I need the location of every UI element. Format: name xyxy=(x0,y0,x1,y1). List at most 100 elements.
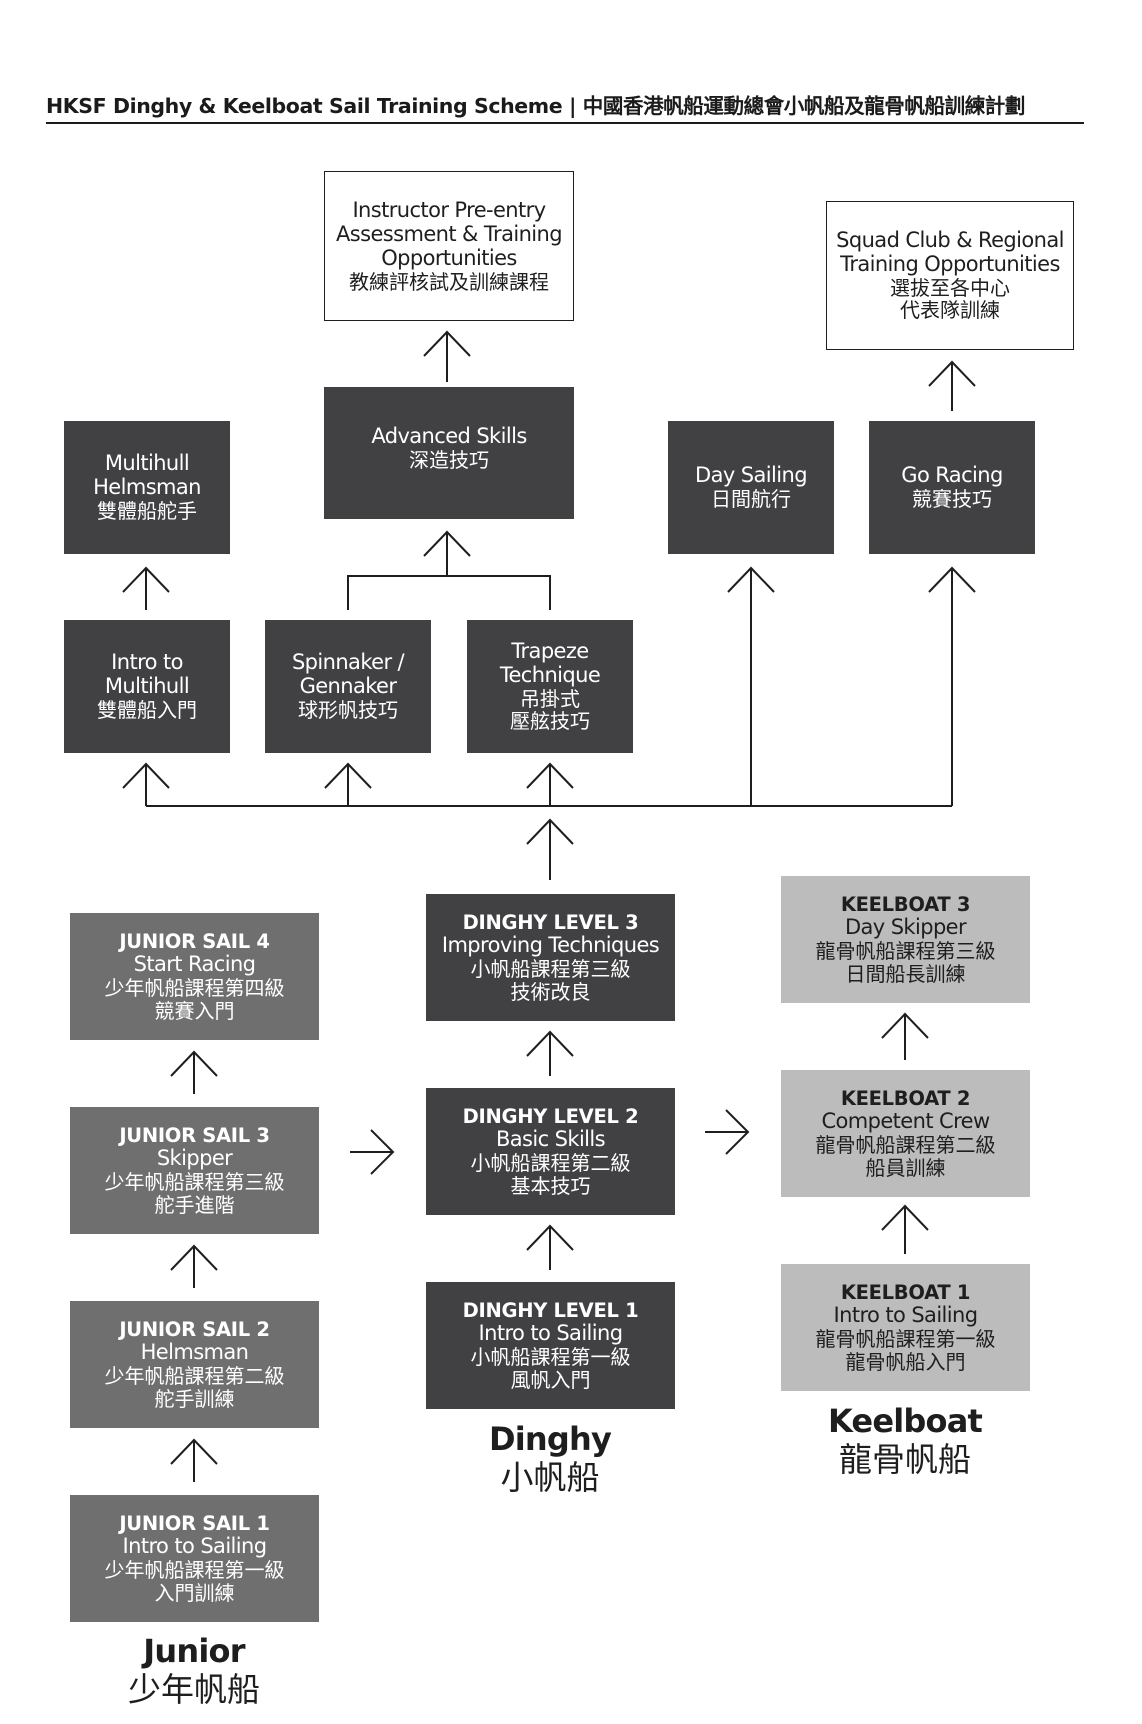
day-sailing-box: Day Sailing 日間航行 xyxy=(668,421,834,554)
advanced-en: Advanced Skills xyxy=(371,424,527,448)
page-title: HKSF Dinghy & Keelboat Sail Training Sch… xyxy=(46,94,1026,118)
squad-en-2: Training Opportunities xyxy=(840,251,1060,276)
junior-sail-4-box: JUNIOR SAIL 4 Start Racing 少年帆船課程第四級 競賽入… xyxy=(70,913,319,1040)
keelboat1-zh-2: 龍骨帆船入門 xyxy=(845,1349,966,1374)
spinnaker-en-1: Spinnaker / xyxy=(291,650,405,675)
junior1-en: Intro to Sailing xyxy=(122,1533,268,1558)
junior4-level: JUNIOR SAIL 4 xyxy=(119,929,270,953)
instructor-en-2: Assessment & Training xyxy=(336,221,563,246)
keelboat2-level: KEELBOAT 2 xyxy=(840,1086,971,1110)
junior-sail-1-box: JUNIOR SAIL 1 Intro to Sailing 少年帆船課程第一級… xyxy=(70,1495,319,1622)
junior3-zh-2: 舵手進階 xyxy=(154,1192,235,1217)
junior-sail-2-box: JUNIOR SAIL 2 Helmsman 少年帆船課程第二級 舵手訓練 xyxy=(70,1301,319,1428)
junior3-level: JUNIOR SAIL 3 xyxy=(119,1123,270,1147)
dinghy-group-en: Dinghy xyxy=(488,1420,612,1458)
keelboat1-en: Intro to Sailing xyxy=(833,1302,979,1327)
trapeze-zh-1: 吊掛式 xyxy=(520,686,580,711)
keelboat3-en: Day Skipper xyxy=(844,914,967,939)
junior4-en: Start Racing xyxy=(133,951,256,976)
junior2-zh-2: 舵手訓練 xyxy=(154,1386,235,1411)
advanced-skills-box: Advanced Skills 深造技巧 xyxy=(324,387,574,519)
squad-zh-2: 代表隊訓練 xyxy=(900,298,1000,323)
instructor-zh: 教練評核試及訓練課程 xyxy=(349,269,549,294)
multihull-helmsman-box: Multihull Helmsman 雙體船舵手 xyxy=(64,421,230,554)
dinghy1-zh-2: 風帆入門 xyxy=(510,1367,591,1392)
junior3-en: Skipper xyxy=(156,1145,233,1170)
keelboat2-zh-1: 龍骨帆船課程第二級 xyxy=(815,1132,996,1157)
dinghy2-zh-2: 基本技巧 xyxy=(510,1173,591,1198)
instructor-box: Instructor Pre-entry Assessment & Traini… xyxy=(324,171,574,321)
bracket-to-advanced xyxy=(347,530,551,610)
spinnaker-box: Spinnaker / Gennaker 球形帆技巧 xyxy=(265,620,431,753)
group-label-junior: Junior 少年帆船 xyxy=(94,1632,294,1710)
trapeze-zh-2: 壓舷技巧 xyxy=(510,709,590,734)
header-rule xyxy=(46,122,1084,124)
keelboat-1-box: KEELBOAT 1 Intro to Sailing 龍骨帆船課程第一級 龍骨… xyxy=(781,1264,1030,1391)
dinghy-level-3-box: DINGHY LEVEL 3 Improving Techniques 小帆船課… xyxy=(426,894,675,1021)
group-label-keelboat: Keelboat 龍骨帆船 xyxy=(805,1402,1005,1480)
dinghy2-zh-1: 小帆船課程第二級 xyxy=(470,1150,631,1175)
keelboat-group-en: Keelboat xyxy=(828,1402,983,1440)
go-racing-en: Go Racing xyxy=(901,463,1003,488)
advanced-zh: 深造技巧 xyxy=(409,447,489,472)
multihull-helmsman-en-1: Multihull xyxy=(104,451,190,476)
junior4-zh-2: 競賽入門 xyxy=(154,998,235,1023)
junior-group-zh: 少年帆船 xyxy=(128,1670,260,1710)
keelboat3-zh-1: 龍骨帆船課程第三級 xyxy=(815,938,996,963)
dinghy-level-1-box: DINGHY LEVEL 1 Intro to Sailing 小帆船課程第一級… xyxy=(426,1282,675,1409)
junior1-level: JUNIOR SAIL 1 xyxy=(119,1511,270,1535)
keelboat3-zh-2: 日間船長訓練 xyxy=(845,961,966,986)
keelboat-group-zh: 龍骨帆船 xyxy=(839,1440,971,1480)
keelboat1-zh-1: 龍骨帆船課程第一級 xyxy=(815,1326,996,1351)
go-racing-zh: 競賽技巧 xyxy=(912,487,992,512)
arrow-junior2-to-3 xyxy=(170,1244,218,1288)
arrow-to-instructor xyxy=(423,330,471,382)
arrow-junior1-to-2 xyxy=(170,1438,218,1482)
keelboat2-zh-2: 船員訓練 xyxy=(865,1155,946,1180)
instructor-en-3: Opportunities xyxy=(381,245,517,270)
squad-en-1: Squad Club & Regional xyxy=(836,227,1064,252)
dinghy2-level: DINGHY LEVEL 2 xyxy=(462,1104,639,1128)
arrow-keelboat2-to-3 xyxy=(881,1012,929,1060)
dinghy2-en: Basic Skills xyxy=(495,1126,606,1151)
squad-box: Squad Club & Regional Training Opportuni… xyxy=(826,201,1074,350)
arrow-keelboat1-to-2 xyxy=(881,1204,929,1254)
junior-sail-3-box: JUNIOR SAIL 3 Skipper 少年帆船課程第三級 舵手進階 xyxy=(70,1107,319,1234)
junior1-zh-1: 少年帆船課程第一級 xyxy=(104,1557,285,1582)
arrow-dinghy2-to-3 xyxy=(526,1030,574,1076)
keelboat3-level: KEELBOAT 3 xyxy=(840,892,971,916)
dinghy1-en: Intro to Sailing xyxy=(478,1320,624,1345)
trapeze-box: Trapeze Technique 吊掛式 壓舷技巧 xyxy=(467,620,633,753)
arrow-to-squad xyxy=(928,360,976,411)
multihull-helmsman-zh: 雙體船舵手 xyxy=(97,499,197,524)
arrow-dinghy3-to-bus xyxy=(526,818,574,880)
instructor-en-1: Instructor Pre-entry xyxy=(352,197,546,222)
squad-zh-1: 選拔至各中心 xyxy=(890,275,1010,300)
arrow-junior3-to-dinghy2 xyxy=(350,1129,395,1175)
dinghy3-level: DINGHY LEVEL 3 xyxy=(462,910,639,934)
distribution-bus xyxy=(145,568,953,807)
keelboat2-en: Competent Crew xyxy=(821,1108,990,1133)
keelboat-2-box: KEELBOAT 2 Competent Crew 龍骨帆船課程第二級 船員訓練 xyxy=(781,1070,1030,1197)
go-racing-box: Go Racing 競賽技巧 xyxy=(869,421,1035,554)
junior2-zh-1: 少年帆船課程第二級 xyxy=(104,1363,285,1388)
dinghy-level-2-box: DINGHY LEVEL 2 Basic Skills 小帆船課程第二級 基本技… xyxy=(426,1088,675,1215)
dinghy-group-zh: 小帆船 xyxy=(500,1458,600,1498)
trapeze-en-2: Technique xyxy=(499,662,601,687)
junior3-zh-1: 少年帆船課程第三級 xyxy=(104,1169,285,1194)
day-sailing-en: Day Sailing xyxy=(695,463,807,488)
intro-multihull-zh: 雙體船入門 xyxy=(97,698,197,723)
dinghy1-zh-1: 小帆船課程第一級 xyxy=(470,1344,631,1369)
junior1-zh-2: 入門訓練 xyxy=(154,1580,235,1605)
junior2-level: JUNIOR SAIL 2 xyxy=(119,1317,270,1341)
spinnaker-en-2: Gennaker xyxy=(299,674,397,699)
intro-multihull-en-1: Intro to xyxy=(111,650,183,675)
junior4-zh-1: 少年帆船課程第四級 xyxy=(104,975,285,1000)
dinghy3-zh-2: 技術改良 xyxy=(510,979,591,1004)
dinghy3-en: Improving Techniques xyxy=(441,932,660,957)
junior2-en: Helmsman xyxy=(140,1339,249,1364)
group-label-dinghy: Dinghy 小帆船 xyxy=(450,1420,650,1498)
multihull-helmsman-en-2: Helmsman xyxy=(93,475,201,500)
arrowheads-bus xyxy=(122,566,976,789)
